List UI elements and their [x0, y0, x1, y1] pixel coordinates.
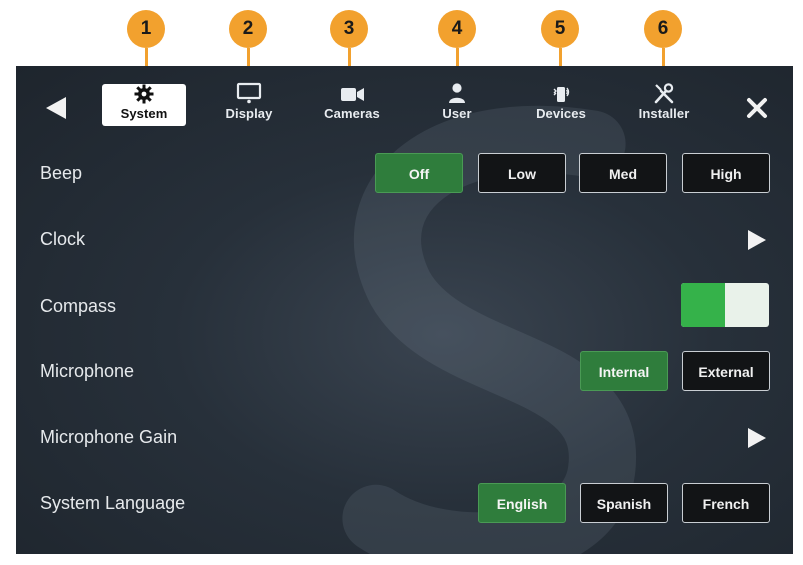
tab-cameras[interactable]: Cameras: [307, 80, 397, 128]
tab-label: Installer: [638, 106, 690, 121]
beep-med-button[interactable]: Med: [579, 153, 667, 193]
microphone-row: Microphone Internal External: [16, 351, 793, 391]
tab-label: Cameras: [324, 106, 380, 121]
language-english-button[interactable]: English: [478, 483, 566, 523]
system-language-row: System Language English Spanish French: [16, 483, 793, 523]
tab-system[interactable]: System: [102, 84, 186, 126]
callout-markers: 1 2 3 4 5 6: [0, 0, 803, 90]
microphone-gain-label: Microphone Gain: [40, 427, 178, 447]
microphone-external-button[interactable]: External: [682, 351, 770, 391]
user-icon: [449, 83, 465, 103]
chevron-right-icon[interactable]: [745, 427, 767, 449]
monitor-icon: [236, 82, 262, 104]
tab-label: System: [120, 106, 168, 121]
system-language-label: System Language: [40, 493, 186, 513]
chevron-right-icon[interactable]: [745, 229, 767, 251]
settings-panel: System Display Cameras User: [16, 66, 793, 554]
tab-label: User: [442, 106, 472, 121]
microphone-label: Microphone: [40, 361, 135, 381]
compass-label: Compass: [40, 296, 117, 316]
back-arrow-icon[interactable]: [42, 94, 70, 122]
tools-icon: [654, 83, 674, 104]
callout-number: 5: [541, 10, 579, 48]
beep-row: Beep Off Low Med High: [16, 153, 793, 193]
tab-installer[interactable]: Installer: [619, 80, 709, 128]
callout-number: 3: [330, 10, 368, 48]
beep-off-button[interactable]: Off: [375, 153, 463, 193]
tab-display[interactable]: Display: [204, 80, 294, 128]
beep-low-button[interactable]: Low: [478, 153, 566, 193]
toggle-on-indicator: [681, 283, 725, 327]
callout-3: 3: [327, 10, 371, 85]
compass-toggle[interactable]: [681, 283, 769, 327]
callout-number: 2: [229, 10, 267, 48]
close-icon[interactable]: [743, 94, 771, 122]
language-french-button[interactable]: French: [682, 483, 770, 523]
compass-row: Compass: [16, 283, 793, 327]
tab-label: Devices: [536, 106, 586, 121]
gear-icon: [134, 84, 154, 104]
tab-label: Display: [225, 106, 273, 121]
callout-number: 6: [644, 10, 682, 48]
callout-number: 4: [438, 10, 476, 48]
language-spanish-button[interactable]: Spanish: [580, 483, 668, 523]
tab-user[interactable]: User: [412, 80, 502, 128]
camera-icon: [341, 88, 364, 101]
clock-row[interactable]: Clock: [16, 219, 793, 259]
clock-label: Clock: [40, 229, 86, 249]
beep-high-button[interactable]: High: [682, 153, 770, 193]
microphone-internal-button[interactable]: Internal: [580, 351, 668, 391]
callout-number: 1: [127, 10, 165, 48]
devices-icon: [553, 87, 570, 102]
microphone-gain-row[interactable]: Microphone Gain: [16, 417, 793, 457]
tab-devices[interactable]: Devices: [516, 80, 606, 128]
beep-label: Beep: [40, 163, 83, 183]
